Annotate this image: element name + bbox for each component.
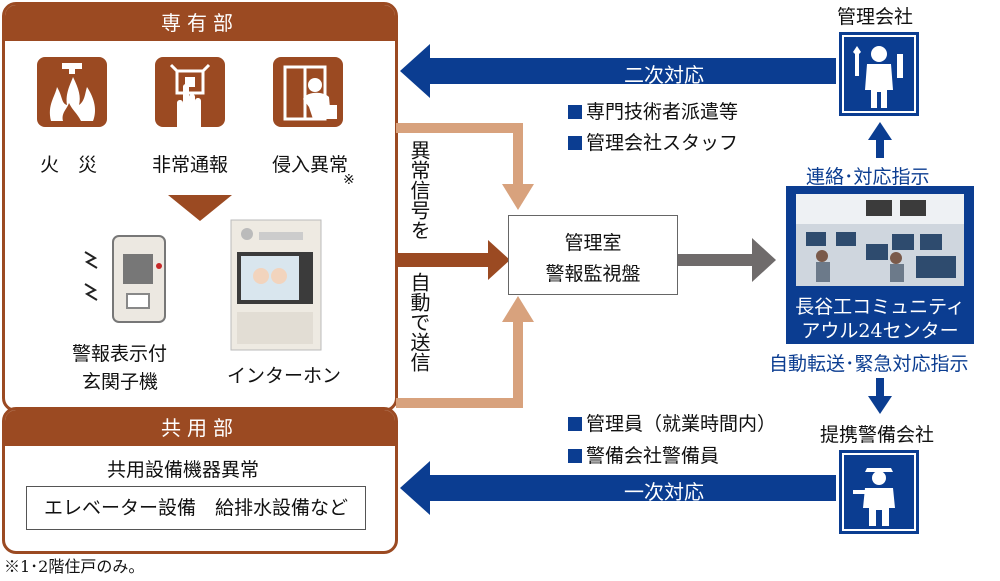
contact-instruction-label: 連絡･対応指示	[806, 166, 930, 188]
intercom-icon	[230, 219, 322, 351]
primary-item-2: 警備会社警備員	[568, 441, 719, 468]
emergency-report-icon	[155, 57, 225, 127]
secondary-item-2: 管理会社スタッフ	[568, 128, 738, 155]
common-equipment-box: エレベーター設備 給排水設備など	[26, 486, 366, 530]
center-box: 長谷工コミュニティ アウル24センター	[786, 186, 974, 344]
center-name-line2: アウル24センター	[801, 320, 959, 342]
secondary-response-label: 二次対応	[624, 63, 704, 87]
emergency-report-label: 非常通報	[152, 154, 229, 176]
intercom-label: インターホン	[227, 365, 342, 387]
primary-response-label: 一次対応	[624, 480, 704, 504]
control-room-line1: 管理室	[564, 232, 622, 254]
signal-text-1: 異常信号を	[407, 140, 431, 240]
intrusion-icon	[273, 57, 343, 127]
secondary-item-1: 専門技術者派遣等	[568, 97, 738, 124]
maintenance-worker-icon	[839, 32, 919, 116]
management-company-label: 管理会社	[837, 6, 914, 28]
common-section-subtitle: 共用設備機器異常	[107, 459, 260, 481]
private-section-title: 専有部	[5, 5, 395, 41]
intrusion-note-mark: ※	[343, 172, 355, 188]
control-room-box: 管理室 警報監視盤	[508, 215, 678, 295]
bullet-square-icon	[568, 136, 582, 150]
fire-label: 火 災	[40, 154, 98, 176]
footnote: ※1･2階住戸のみ。	[4, 557, 145, 576]
common-equipment-text: エレベーター設備 給排水設備など	[43, 497, 348, 519]
entrance-unit-label-1: 警報表示付	[72, 343, 168, 365]
security-company-label: 提携警備会社	[820, 424, 935, 446]
bullet-square-icon	[568, 449, 582, 463]
entrance-unit-icon	[84, 235, 166, 323]
security-guard-icon	[839, 450, 919, 534]
control-room-line2: 警報監視盤	[545, 263, 641, 285]
common-section-title: 共用部	[5, 410, 395, 446]
signal-text-2: 自動で送信	[407, 272, 431, 372]
auto-forward-label: 自動転送･緊急対応指示	[769, 353, 969, 375]
bullet-square-icon	[568, 417, 582, 431]
center-name-line1: 長谷工コミュニティ	[795, 296, 965, 318]
primary-item-1: 管理員（就業時間内）	[568, 409, 776, 436]
bullet-square-icon	[568, 105, 582, 119]
down-arrow-triangle	[168, 195, 232, 221]
fire-icon	[37, 57, 107, 127]
entrance-unit-label-2: 玄関子機	[82, 371, 159, 393]
center-photo	[796, 194, 964, 286]
intrusion-label: 侵入異常	[272, 154, 349, 176]
